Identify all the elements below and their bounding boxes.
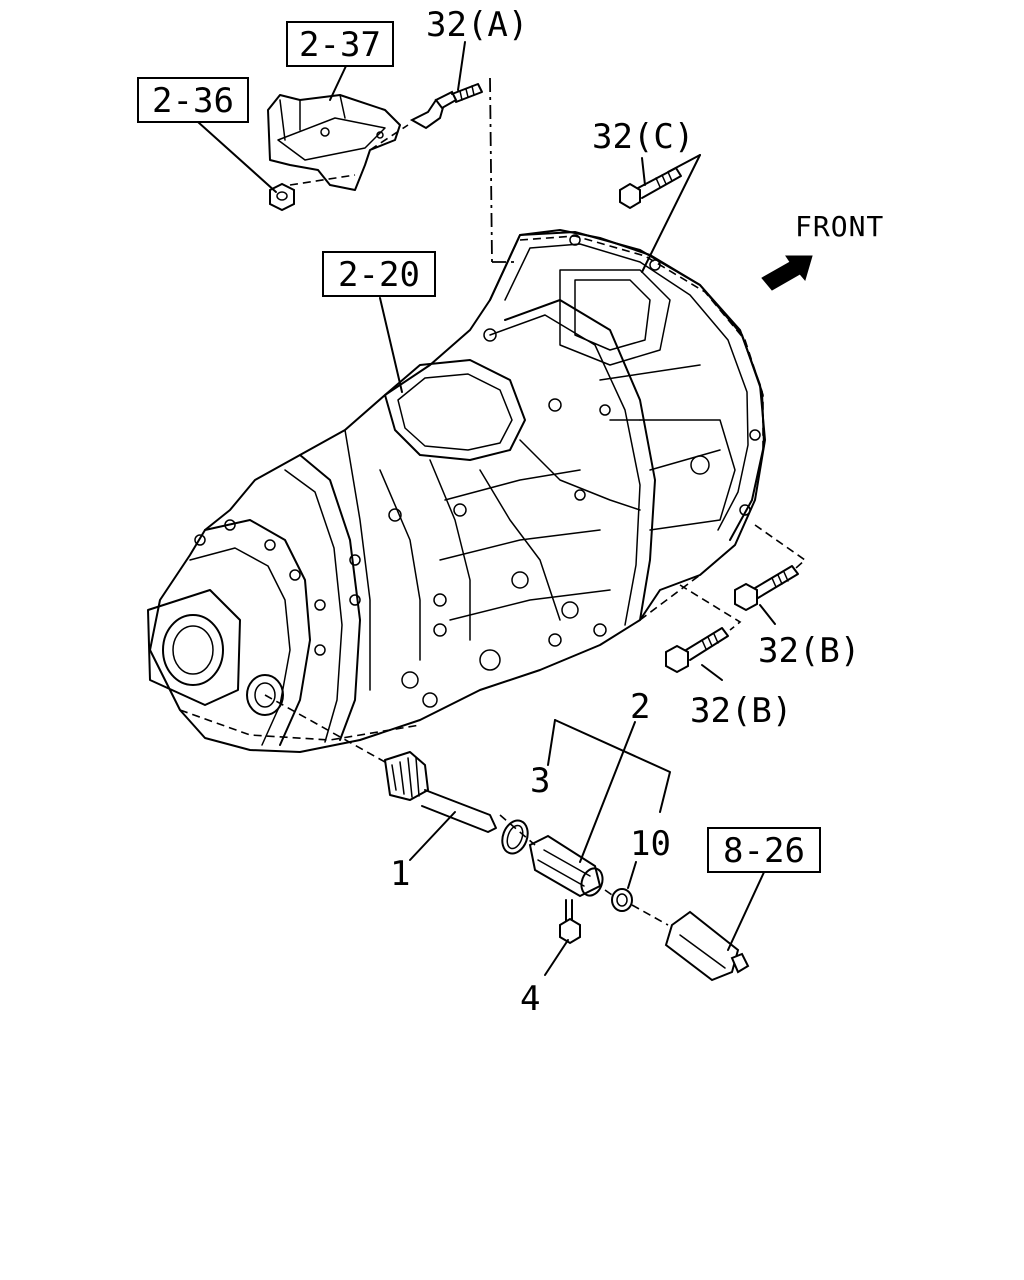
leader-lines [197, 41, 807, 976]
label-part-2: 2 [630, 687, 650, 727]
speed-sensor [631, 904, 750, 982]
seal-bushing [604, 888, 633, 912]
label-bolt-32c: 32(C) [592, 117, 694, 157]
label-part-3: 3 [530, 761, 550, 801]
sleeve-housing [499, 814, 604, 898]
label-part-4: 4 [520, 979, 540, 1019]
label-bolt-32a: 32(A) [426, 5, 528, 45]
driven-gear-shaft [264, 694, 497, 833]
ref-label-2-36: 2-36 [152, 81, 234, 121]
ref-box-2-36: 2-36 [137, 77, 249, 123]
sleeve-bolt [559, 899, 581, 945]
transmission-housing [147, 229, 766, 753]
bolt-32b-lower [665, 627, 729, 674]
ref-label-2-20: 2-20 [338, 255, 420, 295]
front-direction-arrow-icon [761, 255, 813, 291]
mounting-bracket [267, 94, 409, 191]
label-part-1: 1 [390, 854, 410, 894]
flange-nut [269, 182, 295, 212]
label-part-10: 10 [630, 824, 671, 864]
label-bolt-32b-upper: 32(B) [758, 631, 860, 671]
ref-box-2-37: 2-37 [286, 21, 394, 67]
bolt-32b-upper [734, 565, 799, 612]
ref-box-2-20: 2-20 [322, 251, 436, 297]
label-bolt-32b-lower: 32(B) [690, 691, 792, 731]
ref-label-2-37: 2-37 [299, 25, 381, 65]
ref-box-8-26: 8-26 [707, 827, 821, 873]
label-front: FRONT [795, 210, 884, 243]
o-ring [501, 819, 529, 855]
bolt-32c [619, 167, 682, 210]
bolt-32a [409, 77, 515, 263]
ref-label-8-26: 8-26 [723, 831, 805, 871]
